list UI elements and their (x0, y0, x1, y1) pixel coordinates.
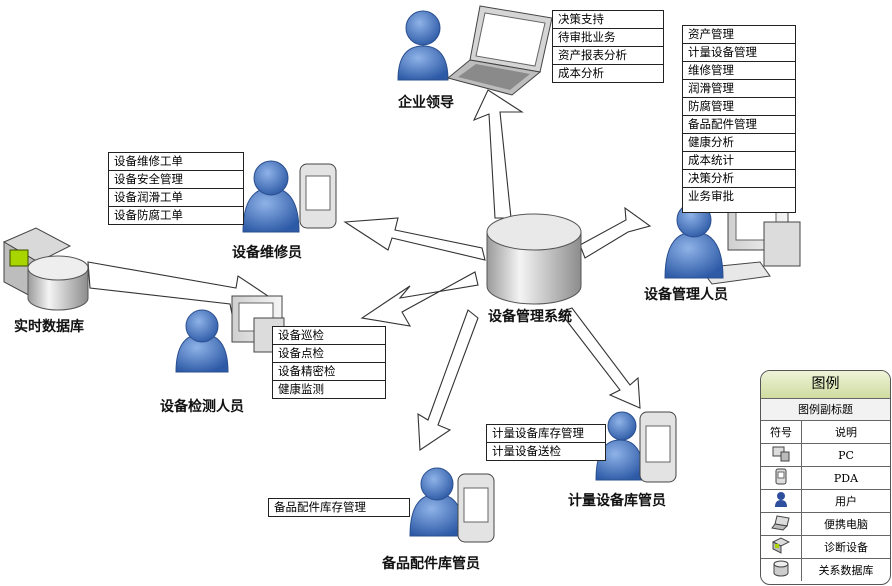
menu-item: 计量设备管理 (683, 44, 795, 62)
arrow-to-maintainer (343, 217, 486, 261)
legend-row: 便携电脑 (761, 512, 890, 536)
arrow-to-metering (559, 307, 641, 409)
diagnostic-device-icon (771, 537, 791, 554)
legend-header-row: 符号 说明 (761, 421, 890, 444)
metering-keeper-pda-icon (639, 411, 677, 483)
menu-item: 计量设备送检 (492, 444, 561, 458)
arrow-to-inspector (360, 271, 479, 327)
realtime-database-icon (27, 255, 89, 311)
label-leader: 企业领导 (398, 95, 454, 111)
menu-item: 设备点检 (273, 345, 385, 363)
leader-laptop-icon (446, 5, 553, 96)
legend-row: PC (761, 443, 890, 467)
spares-keeper-user-icon (409, 467, 465, 537)
legend-label: 关系数据库 (801, 558, 890, 581)
laptop-icon (771, 514, 790, 531)
menu-item: 健康分析 (683, 134, 795, 152)
label-realtime-db: 实时数据库 (14, 319, 84, 335)
menu-item: 设备安全管理 (109, 171, 243, 189)
arrow-to-manager (579, 206, 652, 259)
legend-header-symbol: 符号 (761, 421, 802, 444)
legend-label: PC (801, 443, 890, 467)
menu-item: 润滑管理 (683, 80, 795, 98)
menu-item: 备品配件管理 (683, 116, 795, 134)
menu-maintainer: 设备维修工单 设备安全管理 设备润滑工单 设备防腐工单 (108, 152, 244, 225)
menu-item: 健康监测 (278, 382, 324, 396)
menu-item: 决策分析 (683, 170, 795, 188)
legend-subtitle: 图例副标题 (761, 399, 890, 421)
menu-item: 计量设备库存管理 (487, 425, 605, 443)
maintainer-user-icon (242, 160, 300, 233)
menu-item: 备品配件库存管理 (274, 500, 366, 514)
menu-item: 设备巡检 (273, 327, 385, 345)
manager-user-icon (664, 202, 724, 279)
leader-user-icon (397, 10, 449, 81)
menu-item: 设备润滑工单 (109, 189, 243, 207)
menu-item: 成本分析 (558, 66, 604, 80)
menu-item: 资产管理 (683, 26, 795, 44)
label-inspector: 设备检测人员 (160, 399, 244, 415)
menu-item: 防腐管理 (683, 98, 795, 116)
legend-label: 诊断设备 (801, 535, 890, 559)
arrow-to-leader (472, 89, 524, 219)
pda-icon (775, 468, 787, 485)
central-database-icon (486, 213, 582, 305)
legend-row: 用户 (761, 489, 890, 513)
label-spares-keeper: 备品配件库管员 (382, 556, 480, 572)
legend: 图例 图例副标题 符号 说明 PC PDA 用户 便携电脑 诊断设备 关系数据库 (760, 370, 891, 585)
database-icon (773, 560, 789, 577)
label-maintainer: 设备维修员 (232, 245, 302, 261)
menu-item: 维修管理 (683, 62, 795, 80)
menu-item: 设备防腐工单 (114, 208, 183, 222)
menu-metering: 计量设备库存管理 计量设备送检 (486, 424, 606, 461)
menu-item: 成本统计 (683, 152, 795, 170)
menu-item: 设备精密检 (273, 363, 385, 381)
legend-row: PDA (761, 466, 890, 490)
label-metering-keeper: 计量设备库管员 (568, 493, 666, 509)
metering-keeper-user-icon (595, 411, 645, 481)
menu-item: 决策支持 (553, 11, 663, 29)
menu-leader: 决策支持 待审批业务 资产报表分析 成本分析 (552, 10, 664, 83)
legend-header-desc: 说明 (835, 426, 857, 439)
menu-manager: 资产管理 计量设备管理 维修管理 润滑管理 防腐管理 备品配件管理 健康分析 成… (682, 25, 796, 213)
user-icon (775, 492, 787, 507)
inspector-user-icon (175, 309, 229, 373)
menu-item: 资产报表分析 (553, 47, 663, 65)
menu-item: 待审批业务 (553, 29, 663, 47)
arrow-to-spares (417, 309, 479, 451)
legend-label: 便携电脑 (801, 512, 890, 536)
legend-label: 用户 (801, 489, 890, 513)
spares-keeper-pda-icon (457, 473, 495, 543)
maintainer-pda-icon (299, 163, 337, 229)
menu-inspector: 设备巡检 设备点检 设备精密检 健康监测 (272, 326, 386, 399)
legend-row: 诊断设备 (761, 535, 890, 559)
menu-item: 设备维修工单 (109, 153, 243, 171)
label-manager: 设备管理人员 (644, 287, 728, 303)
menu-spares: 备品配件库存管理 (268, 498, 410, 517)
legend-title: 图例 (761, 371, 890, 399)
legend-table: 符号 说明 PC PDA 用户 便携电脑 诊断设备 关系数据库 (761, 421, 890, 581)
pc-icon (772, 446, 790, 461)
menu-item: 业务审批 (688, 189, 734, 203)
label-center-system: 设备管理系统 (488, 309, 572, 325)
legend-label: PDA (801, 466, 890, 490)
legend-row: 关系数据库 (761, 558, 890, 581)
